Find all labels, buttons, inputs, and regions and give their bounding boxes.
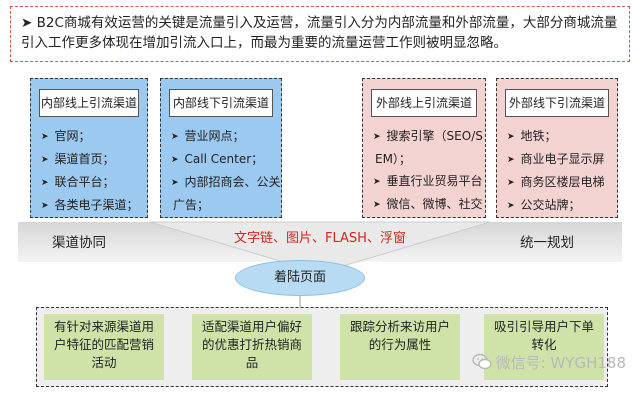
list-item-continuation: EM）； (375, 152, 411, 166)
arrow-bullet-icon: ➤ (507, 201, 515, 211)
feature-box: 有针对来源渠道用户特征的匹配营销活动 (44, 314, 164, 380)
channel-title: 外部线下引流渠道 (505, 89, 609, 117)
list-item: ➤Call Center； (171, 152, 264, 166)
list-item: ➤搜索引擎（SEO/S (373, 129, 483, 143)
feature-box: 跟踪分析来访用户的行为属性 (340, 314, 460, 380)
list-item: ➤垂直行业贸易平台 (373, 174, 483, 188)
watermark: 微信号: WYGH188 (471, 352, 626, 373)
channel-title: 内部线上引流渠道 (39, 89, 139, 117)
channel-item-list: ➤营业网点； ➤Call Center； ➤内部招商会、公关 广告； (171, 125, 281, 216)
arrow-bullet-icon: ➤ (171, 132, 179, 142)
channel-item-list: ➤官网； ➤渠道首页； ➤联合平台； ➤各类电子渠道； (41, 125, 145, 217)
arrow-bullet-icon: ➤ (41, 155, 49, 165)
feature-box: 适配渠道用户偏好的优惠打折热销商品 (192, 314, 312, 380)
arrow-bullet-icon: ➤ (507, 132, 515, 142)
list-item: ➤渠道首页； (41, 152, 115, 166)
arrow-bullet-icon: ➤ (373, 177, 381, 187)
media-types-label: 文字链、图片、FLASH、浮窗 (234, 231, 406, 246)
channel-coordination-label: 渠道协同 (52, 235, 106, 251)
intro-statement: ➤ B2C商城有效运营的关键是流量引入及运营，流量引入分为内部流量和外部流量，大… (10, 6, 630, 62)
list-item: ➤商务区楼层电梯 (507, 175, 605, 189)
channel-internal-offline: 内部线下引流渠道 ➤营业网点； ➤Call Center； ➤内部招商会、公关 … (160, 78, 282, 218)
list-item: ➤内部招商会、公关 (171, 175, 281, 189)
channel-title: 内部线下引流渠道 (169, 89, 273, 117)
channel-external-online: 外部线上引流渠道 ➤搜索引擎（SEO/S EM）； ➤垂直行业贸易平台 ➤微信、… (362, 78, 486, 218)
list-item-continuation: 广告； (173, 198, 210, 212)
list-item: ➤各类电子渠道； (41, 198, 139, 212)
watermark-text: 微信号: WYGH188 (495, 354, 626, 372)
list-item: ➤微信、微博、社交 (373, 197, 483, 211)
channel-item-list: ➤搜索引擎（SEO/S EM）； ➤垂直行业贸易平台 ➤微信、微博、社交 (373, 125, 483, 216)
arrow-bullet-icon: ➤ (373, 200, 381, 210)
arrow-bullet-icon: ➤ (507, 155, 515, 165)
channel-internal-online: 内部线上引流渠道 ➤官网； ➤渠道首页； ➤联合平台； ➤各类电子渠道； (30, 78, 148, 218)
arrow-bullet-icon: ➤ (171, 155, 179, 165)
list-item: ➤商业电子显示屏 (507, 152, 605, 166)
arrow-bullet-icon: ➤ (41, 201, 49, 211)
feature-box: 吸引引导用户下单转化 (484, 314, 604, 380)
channel-item-list: ➤地铁； ➤商业电子显示屏 ➤商务区楼层电梯 ➤公交站牌； (507, 125, 615, 217)
channel-title: 外部线上引流渠道 (371, 89, 477, 117)
list-item: ➤官网； (41, 129, 91, 143)
landing-page-node: 着陆页面 (235, 260, 365, 296)
list-item: ➤地铁； (507, 129, 557, 143)
arrow-bullet-icon: ➤ (507, 178, 515, 188)
arrow-bullet-icon: ➤ (373, 132, 381, 142)
unified-planning-label: 统一规划 (520, 235, 574, 251)
list-item: ➤公交站牌； (507, 198, 581, 212)
list-item: ➤联合平台； (41, 175, 115, 189)
arrow-bullet-icon: ➤ (171, 178, 179, 188)
channel-external-offline: 外部线下引流渠道 ➤地铁； ➤商业电子显示屏 ➤商务区楼层电梯 ➤公交站牌； (496, 78, 618, 218)
intro-text: ➤ B2C商城有效运营的关键是流量引入及运营，流量引入分为内部流量和外部流量，大… (21, 15, 618, 51)
arrow-bullet-icon: ➤ (41, 178, 49, 188)
arrow-bullet-icon: ➤ (41, 132, 49, 142)
wechat-icon (471, 353, 492, 370)
list-item: ➤营业网点； (171, 129, 245, 143)
